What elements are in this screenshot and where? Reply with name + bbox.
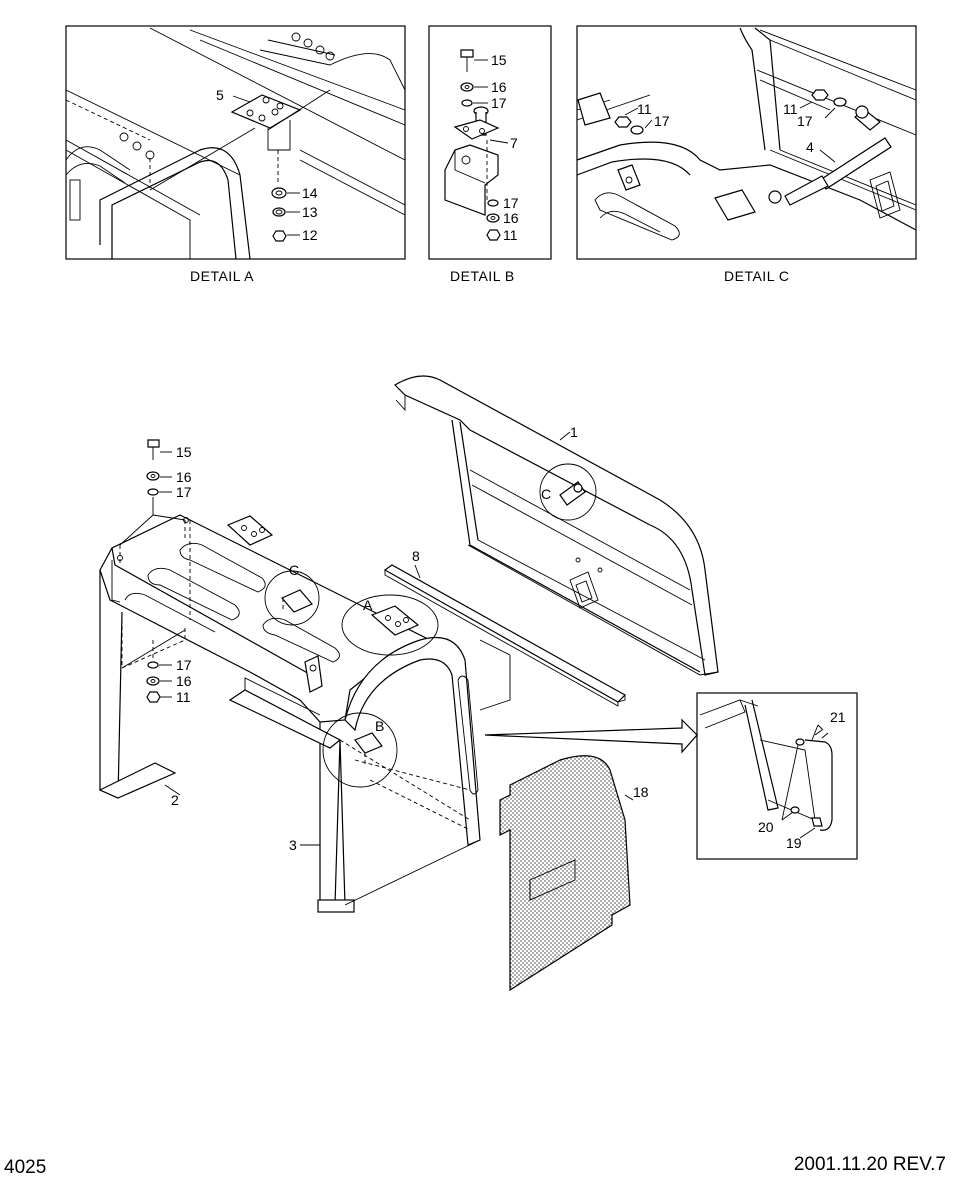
main-assembly	[98, 375, 719, 992]
detail-c-label-11a: 11	[637, 101, 652, 117]
callout-part-17-top: 17	[176, 484, 192, 500]
detail-a-panel	[65, 25, 406, 260]
detail-c-caption: DETAIL C	[724, 268, 789, 284]
detail-a-label-13: 13	[302, 204, 318, 220]
detail-b-caption: DETAIL B	[450, 268, 515, 284]
detail-a-label-14: 14	[302, 185, 318, 201]
detail-marker-c-frame: C	[289, 562, 299, 578]
detail-b-label-7: 7	[510, 135, 518, 151]
callout-part-3: 3	[289, 837, 297, 853]
callout-part-16-top: 16	[176, 469, 192, 485]
detail-b-panel	[428, 25, 552, 260]
detail-a-caption: DETAIL A	[190, 268, 254, 284]
callout-part-11: 11	[176, 689, 191, 705]
callout-part-15: 15	[176, 444, 192, 460]
detail-b-label-17a: 17	[491, 95, 507, 111]
inset-label-20: 20	[758, 819, 774, 835]
detail-b-label-16a: 16	[491, 79, 507, 95]
detail-marker-a: A	[363, 597, 373, 613]
inset-label-19: 19	[786, 835, 802, 851]
callout-part-17-bottom: 17	[176, 657, 192, 673]
page-number: 4025	[4, 1157, 46, 1178]
detail-b-label-15: 15	[491, 52, 507, 68]
revision-date: 2001.11.20 REV.7	[794, 1154, 946, 1175]
detail-c-panel	[576, 25, 917, 260]
detail-c-label-17b: 17	[797, 113, 813, 129]
callout-part-8: 8	[412, 548, 420, 564]
callout-part-18: 18	[633, 784, 649, 800]
detail-b-label-17b: 17	[503, 195, 519, 211]
detail-b-label-11: 11	[503, 227, 518, 243]
inset-label-21: 21	[830, 709, 846, 725]
detail-a-label-5: 5	[216, 87, 224, 103]
callout-part-1: 1	[570, 424, 578, 440]
callout-part-2: 2	[171, 792, 179, 808]
detail-c-label-17a: 17	[654, 113, 670, 129]
callout-part-16-bottom: 16	[176, 673, 192, 689]
detail-marker-b: B	[375, 718, 384, 734]
detail-c-label-4: 4	[806, 139, 814, 155]
inset-detail	[696, 692, 858, 860]
detail-marker-c-hood: C	[541, 486, 551, 502]
detail-a-label-12: 12	[302, 227, 318, 243]
detail-c-label-11b: 11	[783, 101, 798, 117]
detail-b-label-16b: 16	[503, 210, 519, 226]
